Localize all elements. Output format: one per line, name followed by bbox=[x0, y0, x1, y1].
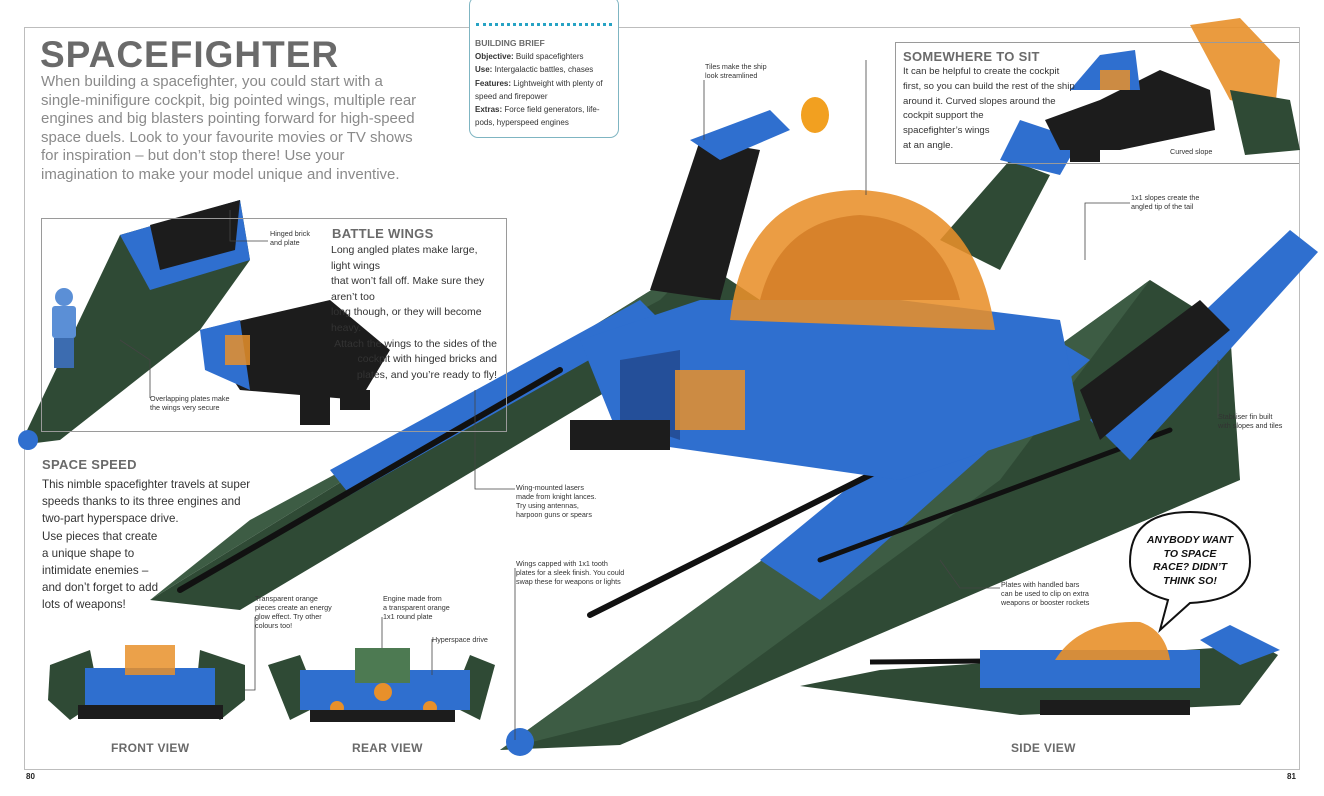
front-view-label: FRONT VIEW bbox=[111, 741, 190, 755]
brief-objective: Objective: Build spacefighters bbox=[475, 52, 584, 62]
intro-paragraph: When building a spacefighter, you could … bbox=[41, 73, 417, 183]
callout-hyperspace: Hyperspace drive bbox=[432, 635, 488, 644]
side-view-label: SIDE VIEW bbox=[1011, 741, 1076, 755]
battle-wings-heading: BATTLE WINGS bbox=[332, 226, 434, 241]
tail-fin-right bbox=[940, 160, 1050, 270]
space-speed-text: This nimble spacefighter travels at supe… bbox=[42, 478, 251, 612]
speech-bubble bbox=[1128, 510, 1252, 633]
somewhere-to-sit-box bbox=[895, 42, 1299, 164]
right-laser bbox=[587, 457, 903, 618]
rear-view-label: REAR VIEW bbox=[352, 741, 423, 755]
main-spacefighter-model bbox=[150, 97, 1318, 756]
somewhere-to-sit-heading: SOMEWHERE TO SIT bbox=[903, 49, 1040, 64]
wing-detail-model bbox=[18, 200, 390, 450]
brief-features: Features: Lightweight with plenty of spe… bbox=[475, 78, 603, 101]
left-laser bbox=[177, 367, 563, 593]
battle-wings-text: Long angled plates make large, light win… bbox=[331, 244, 497, 381]
tail-fin-left bbox=[650, 140, 760, 300]
minifigure bbox=[55, 288, 73, 306]
side-view-model bbox=[800, 621, 1280, 715]
left-wing-blue-strip bbox=[330, 300, 660, 495]
curved-slope-label: Curved slope bbox=[1170, 147, 1213, 156]
front-view-model bbox=[48, 645, 245, 720]
fuselage bbox=[580, 300, 1080, 480]
page-number-left: 80 bbox=[26, 772, 35, 781]
brief-dotted-rule bbox=[476, 23, 612, 26]
page-frame bbox=[24, 27, 1300, 770]
page-number-right: 81 bbox=[1287, 772, 1296, 781]
battle-wings-box bbox=[41, 218, 507, 432]
brief-extras: Extras: Force field generators, life-pod… bbox=[475, 105, 600, 128]
building-brief-card: BUILDING BRIEF Objective: Build spacefig… bbox=[469, 0, 619, 138]
space-speed-heading: SPACE SPEED bbox=[42, 457, 137, 472]
engine-glow bbox=[675, 370, 745, 430]
rear-view-model bbox=[268, 648, 495, 722]
leader-lines bbox=[119, 60, 1219, 740]
page-title: SPACEFIGHTER bbox=[40, 34, 340, 75]
cockpit-detail-model bbox=[1045, 18, 1300, 162]
brief-title: BUILDING BRIEF bbox=[475, 38, 545, 48]
brief-use: Use: Intergalactic battles, chases bbox=[475, 65, 594, 75]
somewhere-to-sit-text: It can be helpful to create the cockpit … bbox=[903, 66, 1075, 151]
